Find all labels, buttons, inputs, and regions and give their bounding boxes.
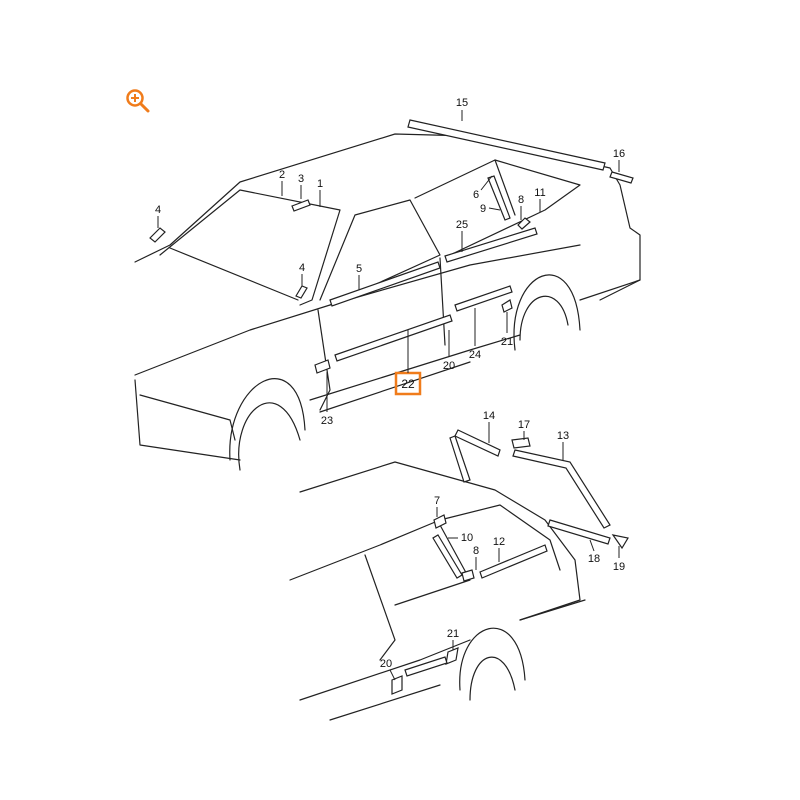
callout-7[interactable]: 7	[434, 495, 440, 507]
callout-4[interactable]: 4	[155, 204, 161, 216]
callout-9[interactable]: 9	[480, 203, 486, 215]
callout-18[interactable]: 18	[588, 553, 600, 565]
callout-23[interactable]: 23	[321, 415, 333, 427]
callout-25[interactable]: 25	[456, 219, 468, 231]
callout-11[interactable]: 11	[534, 187, 545, 199]
callout-20b[interactable]: 20	[380, 658, 392, 670]
zoom-in-icon	[126, 89, 150, 113]
callout-13[interactable]: 13	[557, 430, 569, 442]
callout-20[interactable]: 20	[443, 360, 455, 372]
callout-22[interactable]: 22	[401, 377, 415, 391]
callout-17[interactable]: 17	[518, 419, 530, 431]
zoom-in-button[interactable]	[125, 88, 153, 114]
callout-19[interactable]: 19	[613, 561, 625, 573]
upper-car-drawing	[134, 119, 641, 471]
callout-21[interactable]: 21	[501, 336, 513, 348]
callout-15[interactable]: 15	[456, 97, 468, 109]
callout-3[interactable]: 3	[298, 173, 304, 185]
lower-callouts: 14 17 13 7 10 8 12 18 19 21 20	[380, 410, 625, 681]
lower-car-drawing	[289, 429, 629, 721]
callout-10[interactable]: 10	[461, 532, 473, 544]
callout-24[interactable]: 24	[469, 349, 481, 361]
callout-12[interactable]: 12	[493, 536, 505, 548]
callout-2[interactable]: 2	[279, 169, 285, 181]
callout-4b[interactable]: 4	[299, 262, 305, 274]
callout-8b[interactable]: 8	[473, 545, 479, 557]
callout-5[interactable]: 5	[356, 263, 362, 275]
callout-8[interactable]: 8	[518, 194, 524, 206]
callout-1[interactable]: 1	[317, 178, 323, 190]
callout-6[interactable]: 6	[473, 189, 479, 201]
upper-callouts: 15 16 1 2 3 4 4 5 6 9 8 11 25 24 20 21 2…	[155, 97, 625, 427]
callout-16[interactable]: 16	[613, 148, 625, 160]
callout-14[interactable]: 14	[483, 410, 495, 422]
callout-21b[interactable]: 21	[447, 628, 459, 640]
